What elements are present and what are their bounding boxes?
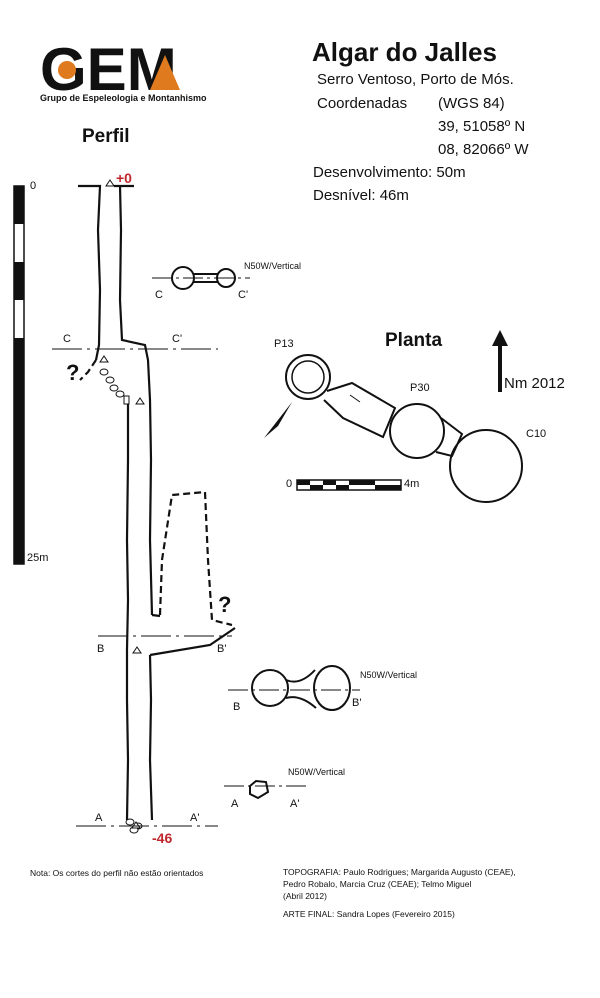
plan-scale-end: 4m — [404, 478, 420, 490]
top-depth-label: +0 — [116, 170, 132, 186]
depth-text: Desnível: 46m — [313, 187, 409, 204]
xsec-c-right: C' — [238, 289, 249, 301]
bottom-depth-label: -46 — [152, 830, 173, 846]
xsec-b-left: B — [233, 701, 241, 713]
xsec-b-right: B' — [352, 697, 362, 709]
station-markers — [99, 179, 145, 829]
section-lines — [52, 348, 232, 827]
shaft-p30-label: P30 — [410, 382, 430, 394]
xsec-c-orientation: N50W/Vertical — [244, 261, 302, 271]
north-arrow — [492, 330, 508, 392]
profile-scale-bar — [13, 185, 25, 565]
xsec-b-orientation: N50W/Vertical — [360, 670, 418, 680]
section-b-right: B' — [217, 643, 227, 655]
latitude-text: 39, 51058º N — [438, 118, 526, 135]
topography-line-3: (Abril 2012) — [283, 891, 327, 901]
plan-entrance-arrow — [264, 402, 292, 438]
xsec-a-right: A' — [290, 798, 300, 810]
section-a-right: A' — [190, 812, 200, 824]
section-c-right: C' — [172, 333, 183, 345]
chamber-c10-label: C10 — [526, 428, 547, 440]
shaft-p13-label: P13 — [274, 338, 294, 350]
question-mark-upper: ? — [66, 360, 80, 385]
cross-section-b — [228, 665, 360, 711]
xsec-a-orientation: N50W/Vertical — [288, 767, 346, 777]
topography-line-2: Pedro Robalo, Marcia Cruz (CEAE); Telmo … — [283, 879, 472, 889]
topography-line-1: TOPOGRAFIA: Paulo Rodrigues; Margarida A… — [283, 867, 516, 877]
orientation-note: Nota: Os cortes do perfil não estão orie… — [30, 868, 204, 878]
question-mark-lower: ? — [218, 592, 232, 617]
development-text: Desenvolvimento: 50m — [313, 164, 466, 181]
boulders — [99, 368, 143, 834]
scale-zero-label: 0 — [30, 180, 37, 192]
longitude-text: 08, 82066º W — [438, 141, 529, 158]
plan-view — [285, 354, 523, 503]
plan-title: Planta — [385, 330, 443, 351]
logo-orange-dot — [58, 61, 76, 79]
profile-passage — [78, 184, 236, 821]
cross-section-a — [224, 779, 310, 800]
north-label: Nm 2012 — [504, 375, 565, 392]
plan-scale-zero: 0 — [286, 478, 293, 490]
section-a-left: A — [95, 812, 103, 824]
scale-end-label: 25m — [27, 552, 49, 564]
profile-title: Perfil — [82, 126, 130, 147]
datum-text: (WGS 84) — [438, 95, 505, 112]
cross-section-c — [152, 266, 250, 290]
xsec-a-left: A — [231, 798, 239, 810]
xsec-c-left: C — [155, 289, 163, 301]
section-c-left: C — [63, 333, 71, 345]
final-art-credit: ARTE FINAL: Sandra Lopes (Fevereiro 2015… — [283, 909, 455, 919]
gem-logo: GEM — [40, 36, 180, 103]
coordinates-label: Coordenadas — [317, 95, 408, 112]
section-b-left: B — [97, 643, 105, 655]
location-text: Serro Ventoso, Porto de Mós. — [317, 71, 514, 88]
dashed-passage — [79, 359, 233, 627]
logo-orange-swoosh — [150, 55, 180, 90]
cave-title: Algar do Jalles — [312, 37, 497, 67]
logo-subtitle: Grupo de Espeleologia e Montanhismo — [40, 93, 207, 103]
plan-scale-bar — [296, 479, 402, 491]
